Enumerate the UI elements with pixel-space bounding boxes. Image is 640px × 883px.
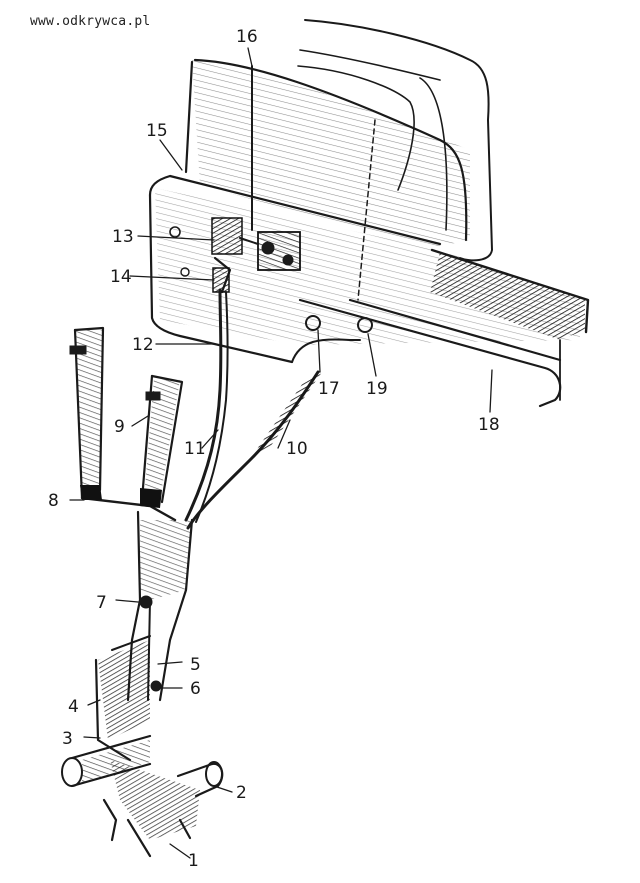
label-7: 7 <box>96 593 107 613</box>
left-lever <box>69 326 177 522</box>
label-1: 1 <box>188 851 199 871</box>
label-5: 5 <box>190 655 201 675</box>
label-12: 12 <box>132 335 154 355</box>
center-mechanism <box>211 65 301 294</box>
part-labels: 1 2 3 4 5 6 7 8 9 10 11 12 13 14 15 16 1… <box>48 27 500 871</box>
right-lever <box>140 374 184 508</box>
label-10: 10 <box>286 439 308 459</box>
label-2: 2 <box>236 783 247 803</box>
label-3: 3 <box>62 729 73 749</box>
label-18: 18 <box>478 415 500 435</box>
label-17: 17 <box>318 379 340 399</box>
rail-bar <box>298 248 590 408</box>
watermark-text: www.odkrywca.pl <box>30 14 151 29</box>
base-assembly <box>61 734 224 858</box>
label-16: 16 <box>236 27 258 47</box>
label-19: 19 <box>366 379 388 399</box>
label-13: 13 <box>112 227 134 247</box>
label-9: 9 <box>114 417 125 437</box>
label-6: 6 <box>190 679 201 699</box>
label-4: 4 <box>68 697 79 717</box>
label-14: 14 <box>110 267 132 287</box>
upper-panel-plate <box>184 58 470 301</box>
leader-lines <box>69 47 493 859</box>
label-8: 8 <box>48 491 59 511</box>
label-11: 11 <box>184 439 206 459</box>
cables <box>184 288 322 530</box>
label-15: 15 <box>146 121 168 141</box>
